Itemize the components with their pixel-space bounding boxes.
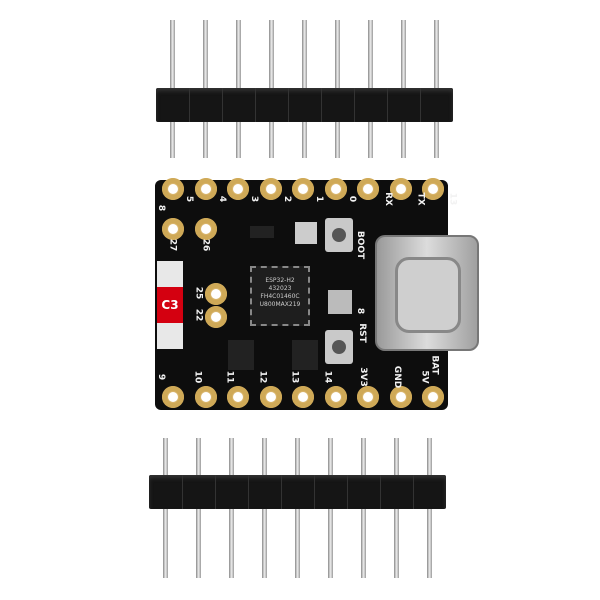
bat-label: BAT [429,355,440,375]
solder-pad [324,386,347,408]
pin-label: 1 [314,195,325,203]
housing-divider [182,475,183,509]
pin-label: 11 [224,370,235,384]
regulator [228,340,254,370]
housing-divider [189,88,190,122]
solder-pad [259,386,282,408]
solder-pad [205,283,227,305]
pin-label: 9 [156,373,167,381]
pin-label: 3 [249,195,260,203]
pin-label: 5 [184,195,195,203]
side-label-8: 8 [355,307,366,315]
chip-text: ESP32-H2 [265,277,295,284]
solder-pad [389,178,412,200]
chip-text: U800MAX219 [259,301,301,308]
pin-label: 2 [281,195,292,203]
pin-label: RX [382,192,393,206]
pin-label: TX [415,192,426,206]
crystal [295,222,317,244]
reset-button[interactable] [325,330,353,364]
housing-divider [281,475,282,509]
housing-divider [387,88,388,122]
pin-label: 25 [193,286,204,300]
housing-divider [347,475,348,509]
solder-pad [195,218,217,240]
boot-label: BOOT [355,230,366,260]
housing-divider [413,475,414,509]
pin-label: 13 [447,192,458,206]
pin-label: 3V3 [357,367,368,387]
solder-pad [292,178,314,200]
pin-label: GND [391,365,402,389]
pin-label: 5V [419,370,430,384]
solder-pad [227,178,249,200]
solder-pad [422,178,444,200]
chip-text: 432023 [268,285,292,292]
usb-c-connector[interactable] [375,235,479,351]
solder-pad [194,178,217,200]
pin-label: 0 [346,195,357,203]
esp32-chip: ESP32-H2 432023 FH4C01460C U800MAX219 [250,266,310,326]
pin-label: 22 [193,308,204,322]
pin-label: 14 [321,370,332,384]
housing-divider [321,88,322,122]
solder-pad [389,386,412,408]
solder-pad [194,386,217,408]
pin-label: 13 [289,370,300,384]
solder-pad [227,386,249,408]
solder-pad [162,386,184,408]
housing-divider [314,475,315,509]
chip-text: FH4C01460C [260,293,300,300]
c3-mark: C3 [157,287,183,323]
housing-divider [380,475,381,509]
solder-pad [357,386,379,408]
header-housing [156,88,453,122]
solder-pad [357,178,379,200]
solder-pad [162,218,184,240]
solder-pad [162,178,184,200]
pin-label: 27 [167,238,178,252]
regulator [292,340,318,370]
pin-label: 4 [216,195,227,203]
housing-divider [288,88,289,122]
pin-label: 8 [156,204,167,212]
solder-pad [292,386,314,408]
housing-divider [420,88,421,122]
transistor [250,226,274,238]
solder-pad [205,306,227,328]
rst-label: RST [356,323,367,343]
pin-label: 26 [200,238,211,252]
c3-label-sticker: C3 [157,261,183,349]
housing-divider [222,88,223,122]
housing-divider [255,88,256,122]
housing-divider [248,475,249,509]
housing-divider [354,88,355,122]
solder-pad [422,386,444,408]
pin-label: 10 [191,370,202,384]
boot-button[interactable] [325,218,353,252]
housing-divider [215,475,216,509]
solder-pad [324,178,347,200]
led [328,290,352,314]
solder-pad [259,178,282,200]
header-housing [149,475,446,509]
pin-label: 12 [256,370,267,384]
